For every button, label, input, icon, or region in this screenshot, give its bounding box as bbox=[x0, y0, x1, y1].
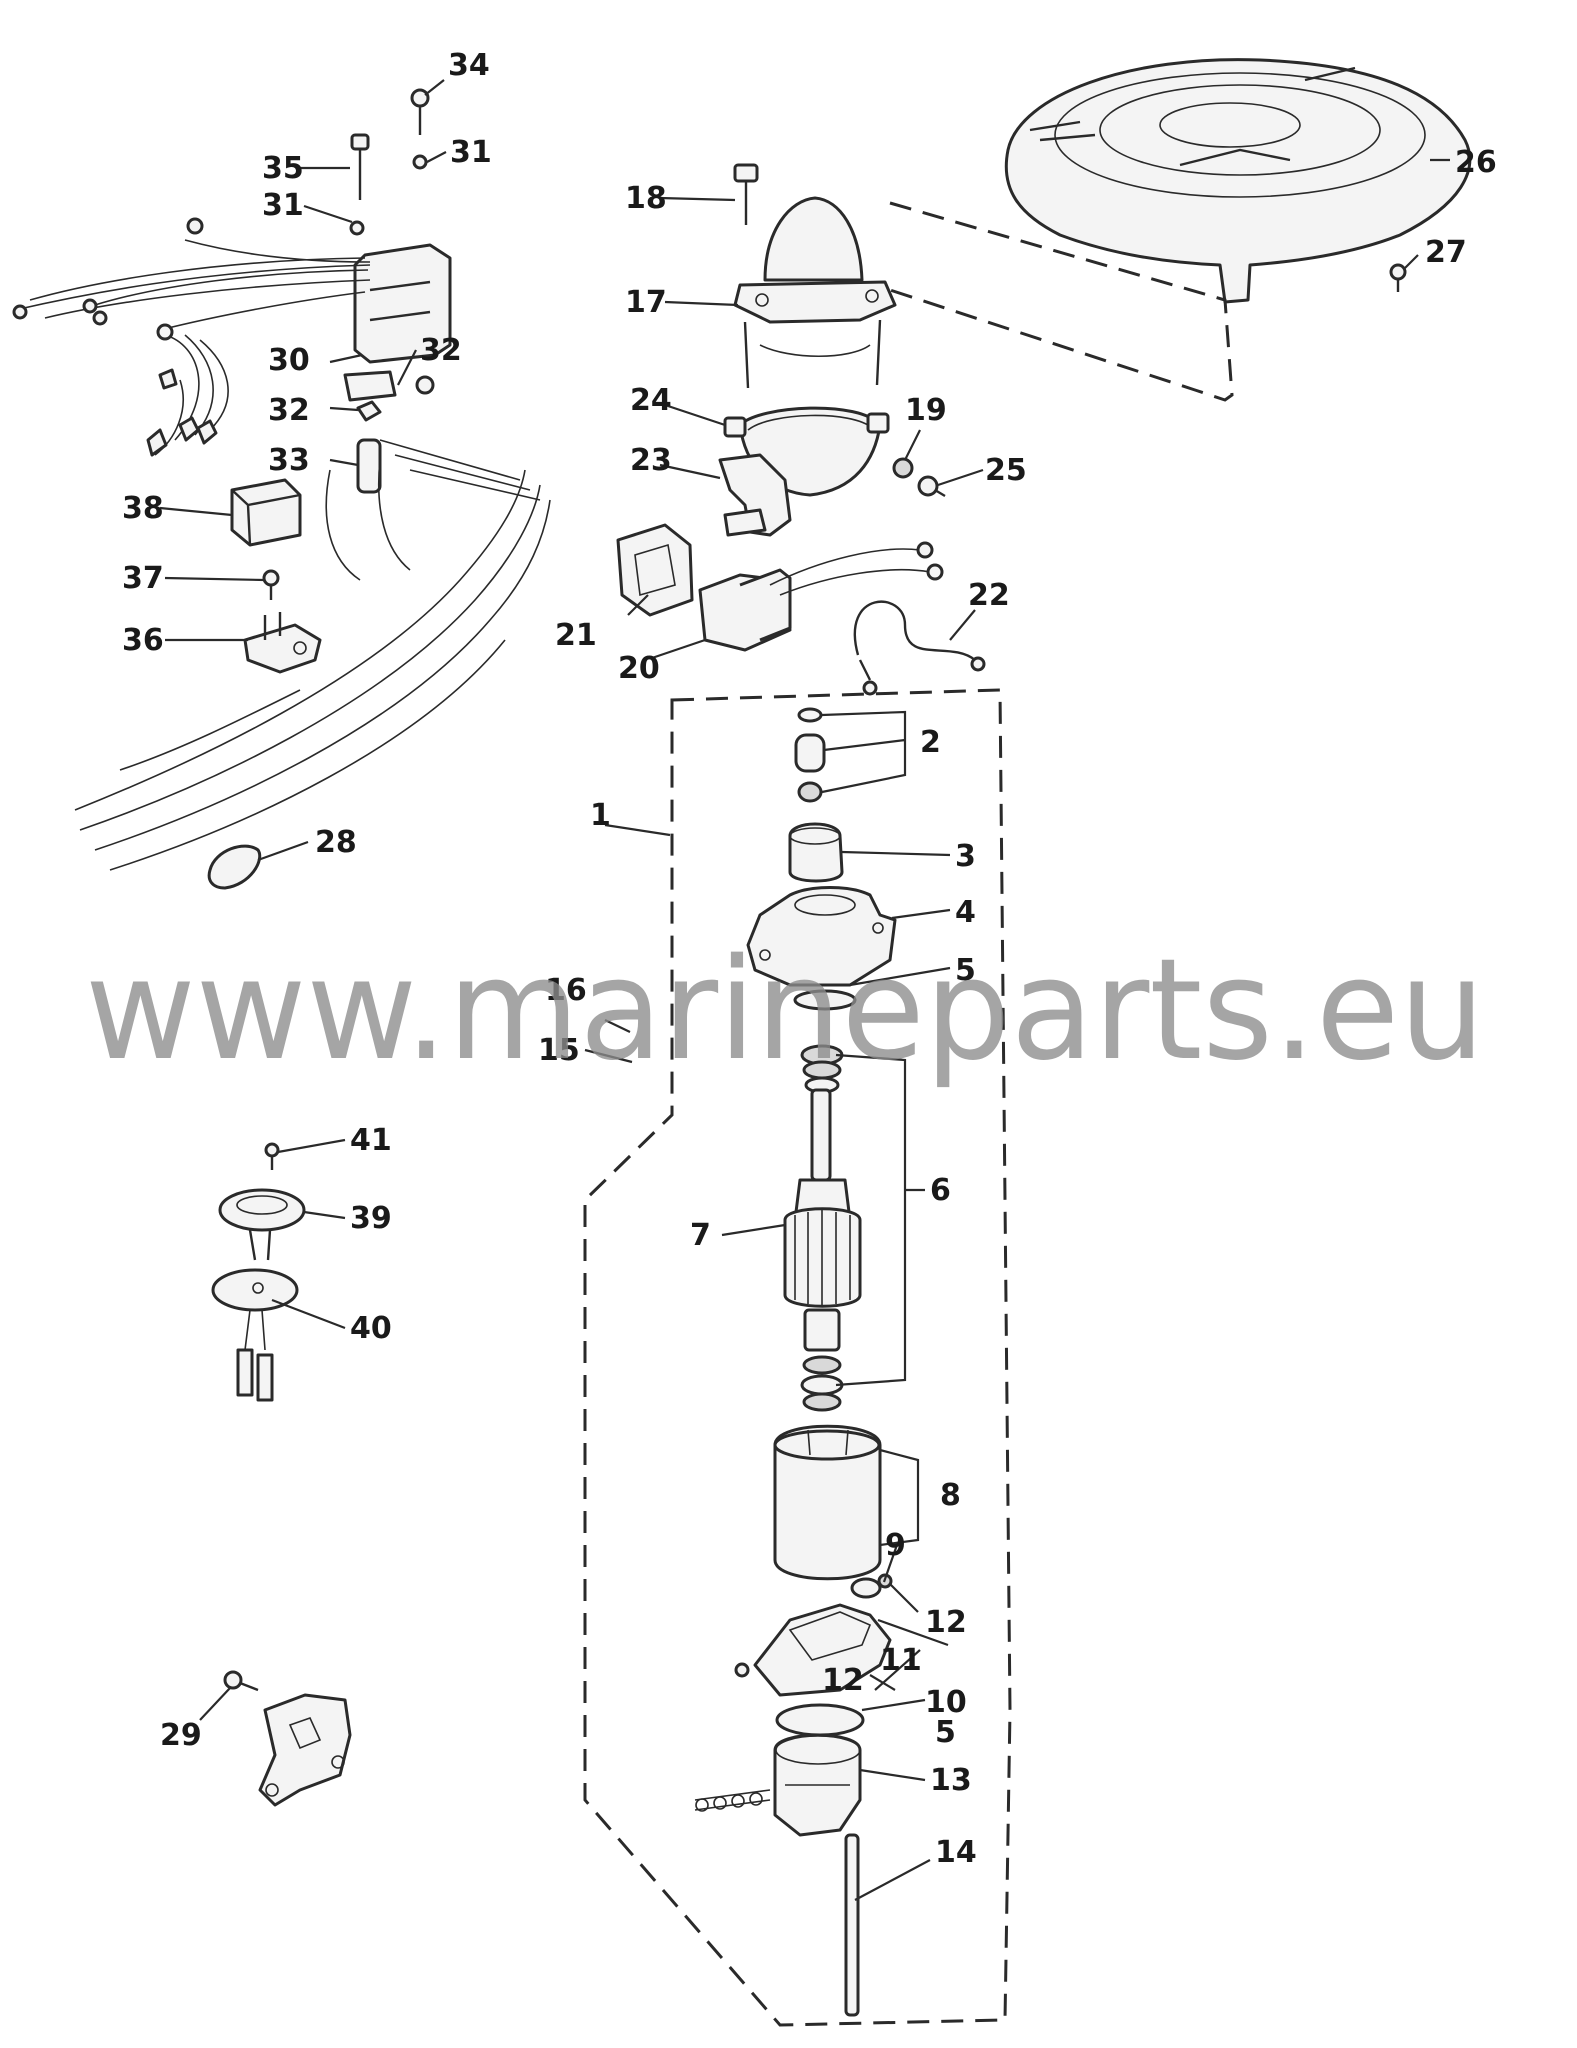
callout-21: 21 bbox=[555, 618, 597, 653]
callout-33: 33 bbox=[268, 443, 310, 478]
thrust-washer bbox=[793, 989, 857, 1011]
callout-3: 3 bbox=[955, 839, 976, 874]
callout-20: 20 bbox=[618, 651, 660, 686]
callout-24: 24 bbox=[630, 383, 672, 418]
callout-23: 23 bbox=[630, 443, 672, 478]
terminal-block-assembly bbox=[12, 217, 452, 457]
callout-2: 2 bbox=[920, 725, 941, 760]
callout-36: 36 bbox=[122, 623, 164, 658]
callout-41: 41 bbox=[350, 1123, 392, 1158]
commutator-end-cap bbox=[694, 1733, 862, 1837]
starter-solenoid bbox=[698, 541, 944, 652]
callout-35: 35 bbox=[262, 151, 304, 186]
watermark: www.marineparts.eu bbox=[85, 929, 1485, 1092]
callout-34: 34 bbox=[448, 48, 490, 83]
callout-13: 13 bbox=[930, 1763, 972, 1798]
callout-9: 9 bbox=[885, 1528, 906, 1563]
cover-screw bbox=[1389, 263, 1407, 292]
commutator-end-washer bbox=[775, 1703, 865, 1737]
solenoid-cap bbox=[733, 196, 897, 389]
callout-10: 10 bbox=[925, 1685, 967, 1720]
callout-11: 11 bbox=[880, 1643, 922, 1678]
clamp-bracket bbox=[718, 453, 792, 537]
brush-plate bbox=[734, 1573, 893, 1697]
relay-bracket bbox=[243, 612, 322, 674]
drive-end-cap bbox=[746, 886, 897, 987]
callout-7: 7 bbox=[690, 1218, 711, 1253]
mount-bracket bbox=[223, 1670, 352, 1807]
clamp-screw bbox=[917, 475, 946, 498]
callout-40: 40 bbox=[350, 1311, 392, 1346]
engine-frame bbox=[74, 439, 551, 871]
callout-31a: 31 bbox=[450, 135, 492, 170]
callout-19: 19 bbox=[905, 393, 947, 428]
callout-38: 38 bbox=[122, 491, 164, 526]
callout-4: 4 bbox=[955, 895, 976, 930]
drive-pinion bbox=[788, 822, 844, 883]
switch-base-plate bbox=[211, 1268, 299, 1402]
through-bolt bbox=[844, 1833, 860, 2017]
callout-5b: 5 bbox=[935, 1715, 956, 1750]
callout-17: 17 bbox=[625, 285, 667, 320]
switch-screw bbox=[264, 1142, 280, 1170]
callout-32a: 32 bbox=[420, 333, 462, 368]
switch-top-plate bbox=[218, 1188, 306, 1261]
callout-18: 18 bbox=[625, 181, 667, 216]
cover-alignment-line bbox=[889, 201, 1234, 402]
callout-27: 27 bbox=[1425, 235, 1467, 270]
callout-6: 6 bbox=[930, 1173, 951, 1208]
callout-32b: 32 bbox=[268, 393, 310, 428]
callout-15: 15 bbox=[538, 1033, 580, 1068]
terminal-block-screws bbox=[349, 88, 435, 494]
clamp-nut bbox=[892, 457, 914, 479]
solenoid-boot bbox=[616, 523, 694, 617]
callout-1: 1 bbox=[590, 798, 611, 833]
callout-37: 37 bbox=[122, 561, 164, 596]
flywheel-cover bbox=[1004, 58, 1472, 304]
solenoid-lead bbox=[853, 600, 986, 696]
callout-8: 8 bbox=[940, 1478, 961, 1513]
leader-lines bbox=[159, 79, 1450, 1901]
callout-14: 14 bbox=[935, 1835, 977, 1870]
callout-12a: 12 bbox=[925, 1605, 967, 1640]
field-frame bbox=[773, 1424, 882, 1581]
callout-12b: 12 bbox=[822, 1663, 864, 1698]
callout-39: 39 bbox=[350, 1201, 392, 1236]
callout-26: 26 bbox=[1455, 145, 1497, 180]
callout-25: 25 bbox=[985, 453, 1027, 488]
callout-31b: 31 bbox=[262, 188, 304, 223]
relay bbox=[230, 478, 302, 547]
callout-labels: 1 2 3 4 5 6 7 8 9 12 11 12 10 5 13 14 16… bbox=[122, 48, 1497, 1870]
callout-22: 22 bbox=[968, 578, 1010, 613]
retainer-collar-set bbox=[794, 707, 826, 803]
callout-16: 16 bbox=[545, 973, 587, 1008]
callout-28: 28 bbox=[315, 825, 357, 860]
starter-assembly-boundary bbox=[583, 688, 1012, 2027]
solenoid-screw bbox=[733, 163, 759, 225]
callout-29: 29 bbox=[160, 1718, 202, 1753]
armature bbox=[783, 1088, 862, 1412]
relay-screw bbox=[262, 569, 280, 600]
grommet bbox=[207, 844, 262, 890]
callout-5a: 5 bbox=[955, 953, 976, 988]
callout-30: 30 bbox=[268, 343, 310, 378]
